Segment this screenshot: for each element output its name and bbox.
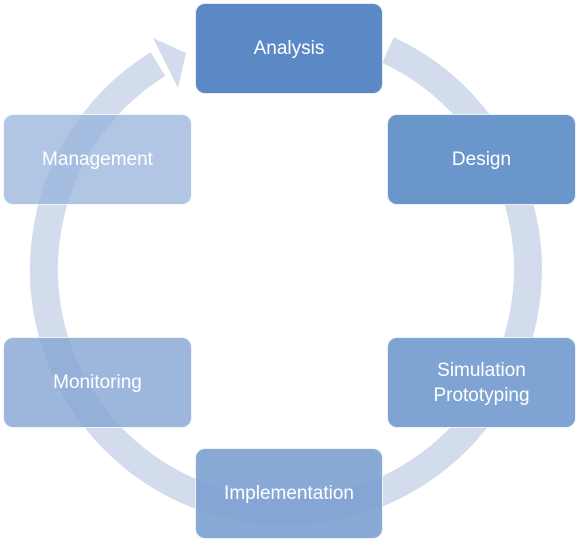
cycle-arrowhead (153, 38, 186, 88)
stage-design-label: Design (451, 149, 512, 170)
stage-analysis[interactable]: Analysis (195, 3, 383, 94)
stage-monitoring[interactable]: Monitoring (3, 337, 192, 428)
stage-design[interactable]: Design (387, 114, 576, 205)
stage-analysis-label: Analysis (253, 38, 325, 59)
stage-simulation-label-line2: Prototyping (433, 384, 530, 406)
stage-management[interactable]: Management (3, 114, 192, 205)
stage-monitoring-label: Monitoring (53, 372, 142, 393)
stage-implementation[interactable]: Implementation (195, 448, 383, 539)
stage-implementation-label: Implementation (224, 483, 354, 504)
stage-management-label: Management (42, 149, 153, 170)
stage-simulation-prototyping[interactable]: Simulation Prototyping (387, 337, 576, 428)
stage-simulation-label-line1: Simulation (437, 359, 526, 381)
